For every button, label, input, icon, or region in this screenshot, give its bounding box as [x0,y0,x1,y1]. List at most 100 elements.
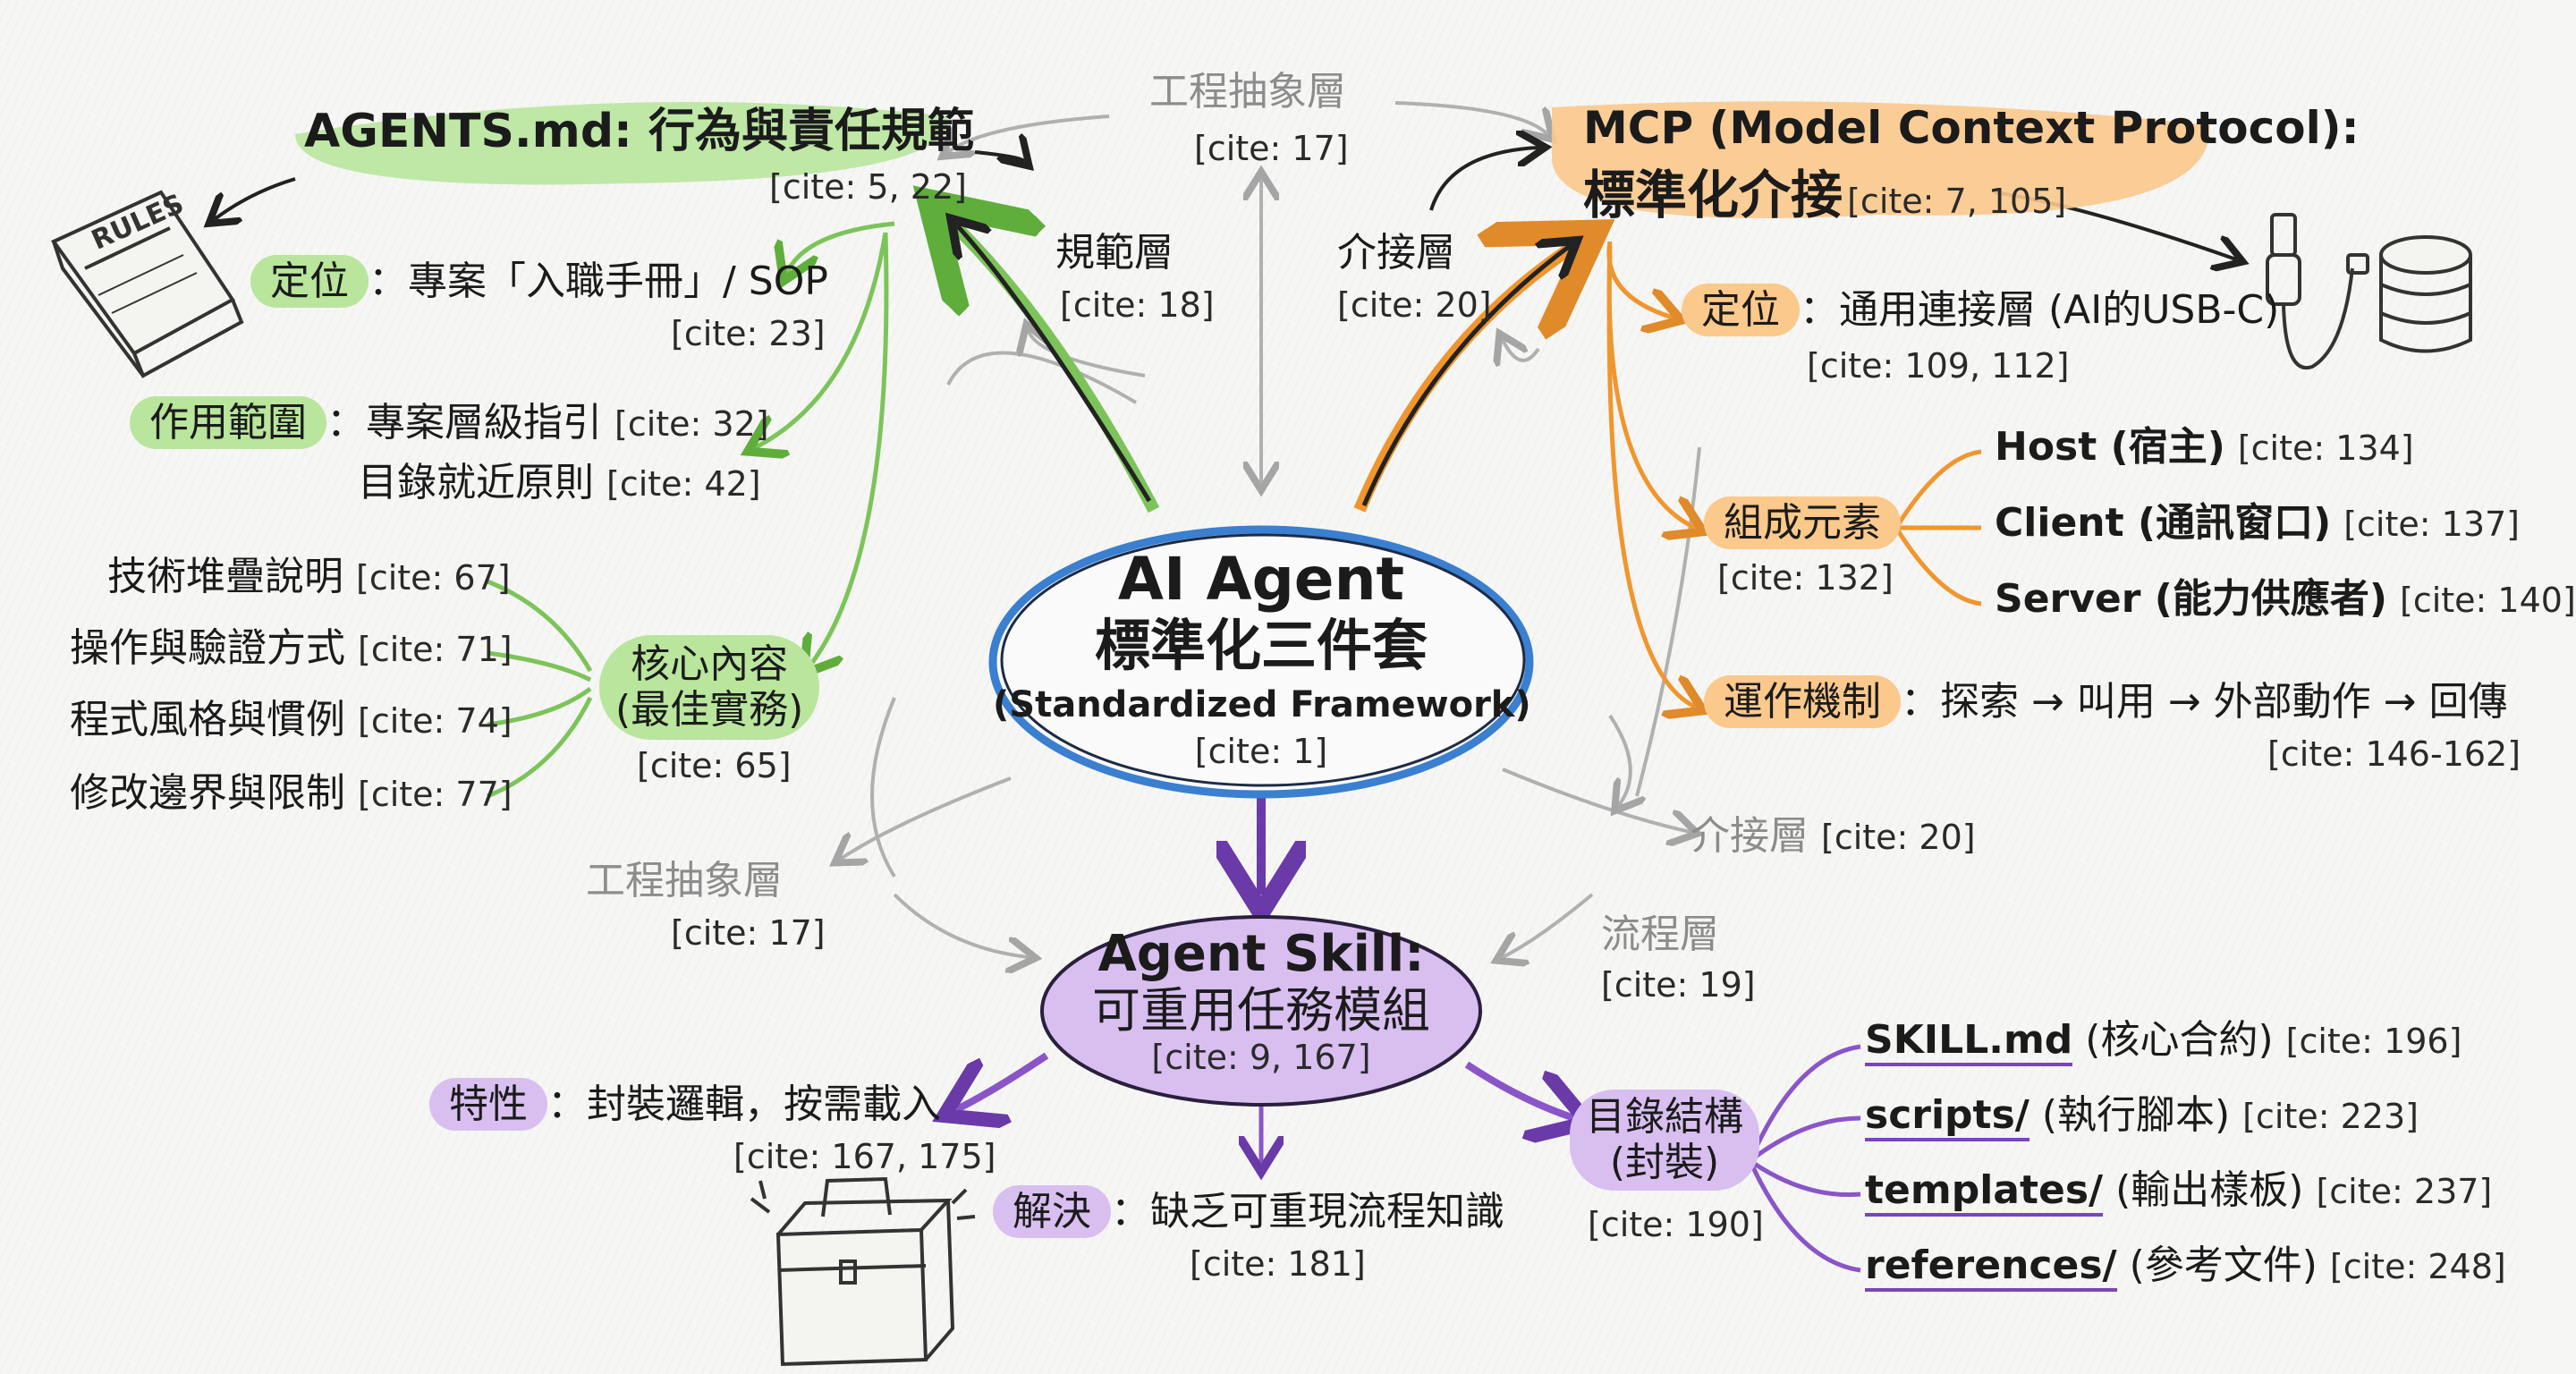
mcp-mechanism: 運作機制：探索 → 叫用 → 外部動作 → 回傳 [1704,675,2508,728]
skill-feature-cite: [cite: 167, 175] [733,1137,996,1176]
layer-iface-right-cite: [cite: 20] [1821,818,1976,857]
dir-item-name: templates/ [1865,1167,2104,1217]
skill-title-1: Agent Skill: [1097,925,1425,983]
skill-feature-label: 特性 [429,1078,547,1131]
agents-scope-text: ：專案層級指引 [326,400,602,445]
mcp-title-highlight [1552,101,2210,218]
dir-item: SKILL.md (核心合約) [cite: 196] [1865,1017,2462,1066]
layer-norm: 規範層 [1055,230,1174,276]
mcp-title-cite: [cite: 7, 105] [1847,182,2067,221]
comp-item-cite: [cite: 134] [2237,428,2414,468]
core-item-cite: [cite: 67] [356,558,511,598]
skill-dir: 目錄結構 (封裝) [1570,1090,1759,1192]
layer-eng-top: 工程抽象層 [1149,69,1346,114]
agents-title: AGENTS.md: 行為與責任規範 [304,105,974,158]
mcp-position: 定位：通用連接層 (AI的USB-C) [1682,284,2280,336]
layer-eng-left-cite: [cite: 17] [671,913,826,953]
layer-flow: 流程層 [1601,912,1719,957]
iface-arrow [1361,246,1570,506]
dir-item: templates/ (輸出樣板) [cite: 237] [1865,1167,2493,1217]
dir-item-name: SKILL.md [1865,1017,2073,1066]
dir-item-name: references/ [1865,1243,2117,1292]
mcp-components-cite: [cite: 132] [1717,558,1894,598]
mcp-mechanism-text: ：探索 → 叫用 → 外部動作 → 回傳 [1901,679,2508,725]
dir-item-cite: [cite: 237] [2316,1172,2493,1211]
center-title-1: AI Agent [1117,545,1405,614]
core-item: 修改邊界與限制 [cite: 77] [70,770,513,817]
agents-position-label: 定位 [250,255,369,308]
dir-item-desc: (核心合約) [2072,1017,2274,1063]
rules-book-icon [50,190,244,378]
mcp-mechanism-label: 運作機制 [1704,675,1901,728]
center-ellipse [988,525,1534,799]
core-item-text: 程式風格與慣例 [70,697,345,742]
agents-position: 定位：專案「入職手冊」/ SOP [250,255,828,308]
dir-item: scripts/ (執行腳本) [cite: 223] [1865,1092,2419,1141]
mcp-components-label: 組成元素 [1704,496,1901,549]
agents-title-highlight [295,102,949,185]
dir-item-cite: [cite: 248] [2329,1247,2506,1286]
dir-item-cite: [cite: 223] [2242,1097,2419,1136]
mcp-mechanism-cite: [cite: 146-162] [2267,734,2521,774]
norm-arrow [957,225,1152,503]
mcp-components: 組成元素 [1704,496,1901,549]
agents-scope: 作用範圍：專案層級指引 [cite: 32] [130,396,769,449]
core-item: 操作與驗證方式 [cite: 71] [70,625,513,672]
skill-dir-cite: [cite: 190] [1588,1205,1764,1244]
agents-scope-label: 作用範圍 [130,396,326,449]
rules-arrow [215,177,296,219]
layer-iface-right: 介接層 [cite: 20] [1690,813,1976,860]
layer-iface: 介接層 [1337,230,1455,276]
dir-item-name: scripts/ [1865,1092,2029,1141]
skill-feature-text: ：封裝邏輯，按需載入 [547,1081,941,1127]
mcp-position-cite: [cite: 109, 112] [1807,346,2070,386]
dir-item-desc: (輸出樣板) [2103,1167,2304,1213]
center-cite: [cite: 1] [1194,732,1328,772]
agents-position-cite: [cite: 23] [671,314,826,353]
agents-scope-2: 目錄就近原則 [cite: 42] [358,460,761,506]
agents-core-cite: [cite: 65] [637,746,792,785]
skill-node: Agent Skill: 可重用任務模組 [cite: 9, 167] [1038,925,1485,1078]
agents-scope-cite-2: [cite: 42] [606,464,761,504]
skill-dir-label-1: 目錄結構 [1586,1094,1743,1140]
comp-item-cite: [cite: 137] [2343,505,2520,544]
skill-solve-cite: [cite: 181] [1190,1244,1366,1284]
mcp-title-2: 標準化介接 [1583,165,1843,225]
toolbox-icon [750,1176,976,1367]
dir-item-cite: [cite: 196] [2285,1022,2462,1061]
skill-title-2: 可重用任務模組 [1092,982,1430,1039]
skill-ellipse [1040,915,1482,1107]
core-item-text: 技術堆疊說明 [107,554,343,599]
grey-arcs [841,101,1699,957]
agents-title-cite: [cite: 5, 22] [769,167,967,207]
usb-database-icon [2266,213,2472,370]
center-title-2: 標準化三件套 [1094,612,1428,678]
skill-dir-label-2: (封裝) [1609,1139,1720,1185]
layer-flow-cite: [cite: 19] [1601,965,1756,1005]
mcp-position-text: ：通用連接層 (AI的USB-C) [1800,287,2280,333]
comp-item: Client (通訊窗口) [cite: 137] [1995,500,2520,547]
core-item: 技術堆疊說明 [cite: 67] [107,554,511,600]
core-item-text: 修改邊界與限制 [70,770,345,816]
skill-solve: 解決：缺乏可重現流程知識 [993,1185,1504,1238]
agents-core: 核心內容 (最佳實務) [599,635,820,741]
layer-iface-cite: [cite: 20] [1337,285,1492,325]
dir-item: references/ (參考文件) [cite: 248] [1865,1243,2506,1292]
core-item: 程式風格與慣例 [cite: 74] [70,697,513,743]
skill-solve-text: ：缺乏可重現流程知識 [1111,1189,1504,1234]
layer-eng-top-cite: [cite: 17] [1194,129,1349,168]
comp-item-text: Host (宿主) [1995,424,2225,470]
mcp-title-1: MCP (Model Context Protocol): [1583,102,2360,154]
agents-core-label-1: 核心內容 [631,641,789,687]
core-item-cite: [cite: 77] [358,775,513,814]
comp-item: Host (宿主) [cite: 134] [1995,424,2414,471]
mcp-position-label: 定位 [1682,284,1800,336]
comp-item-text: Client (通訊窗口) [1995,500,2332,546]
comp-item: Server (能力供應者) [cite: 140] [1995,576,2576,623]
mcp-title-2-row: 標準化介接 [cite: 7, 105] [1583,165,2066,225]
core-item-cite: [cite: 74] [358,701,513,741]
center-node: AI Agent 標準化三件套 (Standardized Framework)… [993,545,1531,772]
dir-item-desc: (執行腳本) [2029,1092,2231,1138]
agents-scope-text-2: 目錄就近原則 [358,460,594,505]
